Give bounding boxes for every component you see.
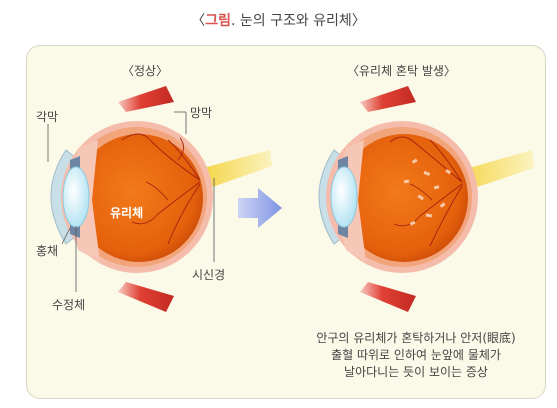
symptom-description: 안구의 유리체가 혼탁하거나 안저(眼底) 출혈 따위로 인하여 눈앞에 물체가… [286,330,546,381]
normal-eye-group [47,86,272,312]
label-iris: 홍채 [36,244,59,258]
retinal-vessels [121,133,201,245]
turbid-eye-group [318,86,534,312]
optic-nerve-shape [196,150,272,192]
label-lens: 수정체 [52,298,86,312]
normal-eye-heading: 〈정상〉 [122,64,169,78]
description-line-2: 출혈 따위로 인하여 눈앞에 물체가 [331,348,501,362]
description-line-1: 안구의 유리체가 혼탁하거나 안저(眼底) [316,331,516,345]
description-line-3: 날아다니는 듯이 보이는 증상 [344,365,488,379]
lower-eye-muscle-right [360,282,416,312]
figure-title: 〈그림. 눈의 구조와 유리체〉 [0,10,557,30]
lower-eye-muscle [118,282,174,312]
upper-eye-muscle-right [360,86,416,112]
lens-shape-right [330,166,358,228]
title-accent: 그림 [205,13,231,29]
upper-eye-muscle [118,86,174,112]
vitreous-floaters [403,158,452,226]
normal-leader-lines [47,111,215,292]
lens-shape [62,166,90,228]
label-optic-nerve: 시신경 [192,268,226,282]
title-text: . 눈의 구조와 유리체 [230,13,352,29]
label-cornea: 각막 [36,110,59,124]
eyeball-shape-right [340,134,468,262]
label-retina: 망막 [190,106,213,120]
turbid-eye-heading: 〈유리체 혼탁 발생〉 [347,64,456,78]
title-open-bracket: 〈 [191,13,206,29]
transition-arrow [238,188,282,228]
label-vitreous: 유리체 [110,206,144,220]
eyeball-shape [75,134,203,262]
title-close-bracket: 〉 [351,13,366,29]
